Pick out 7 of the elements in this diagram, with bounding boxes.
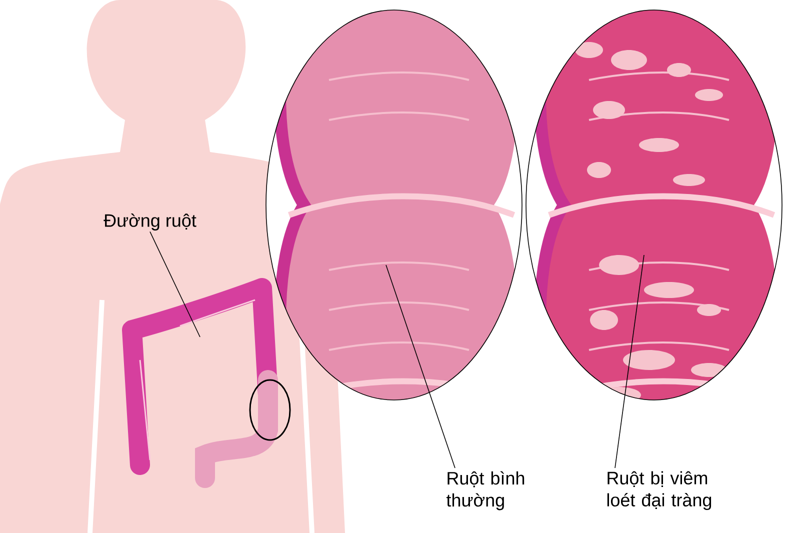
label-text: Đường ruột [104, 214, 196, 230]
leader-line [386, 264, 456, 468]
label-text: Ruột bình thường [446, 471, 524, 510]
label-text: Ruột bị viêm loét đại tràng [607, 471, 712, 510]
leader-line [150, 231, 200, 338]
leader-line [614, 254, 644, 468]
colon-drawing [122, 278, 278, 488]
